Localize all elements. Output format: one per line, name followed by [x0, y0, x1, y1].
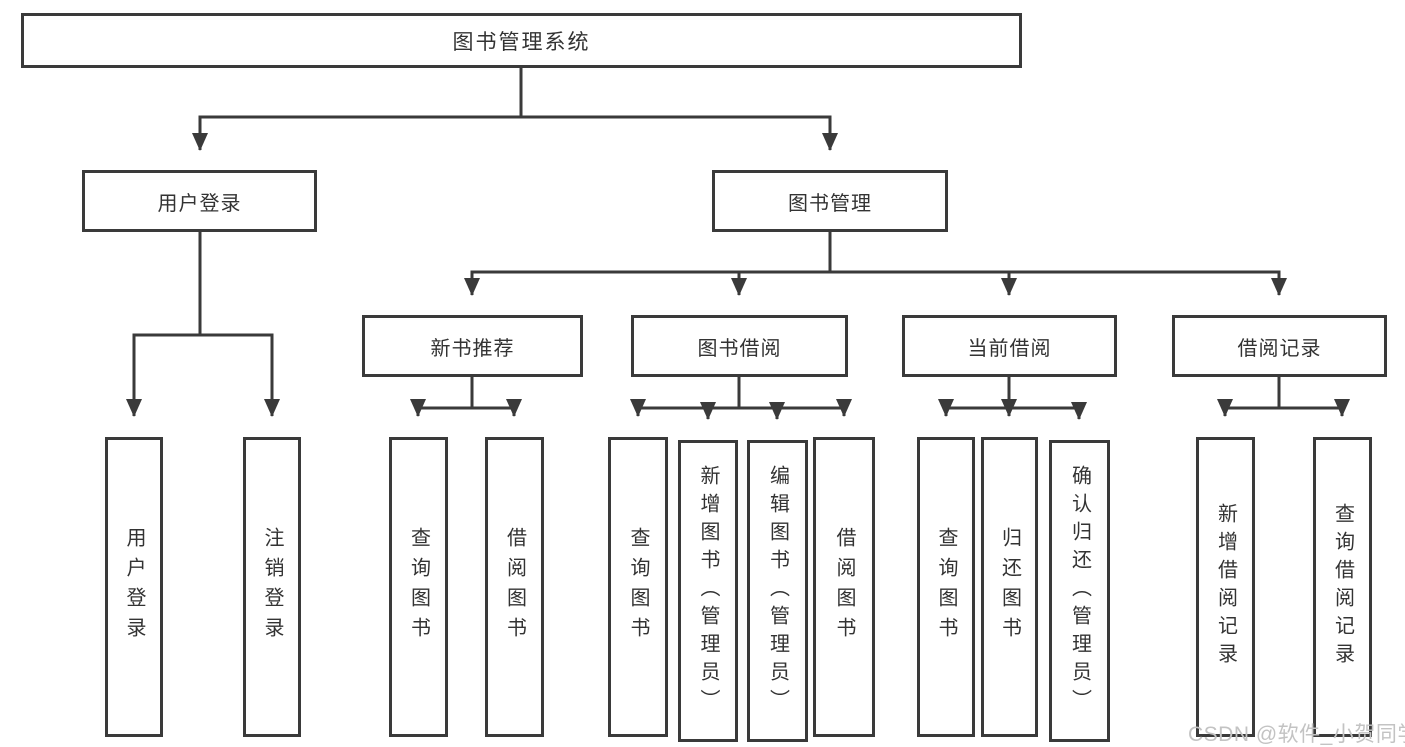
- leaf-label: 确认归还（管理员）: [1068, 465, 1091, 717]
- leaf-label: 归还图书: [998, 527, 1021, 647]
- leaf-add-book-admin: 新增图书（管理员）: [678, 440, 738, 742]
- node-label: 当前借阅: [967, 337, 1052, 360]
- leaf-label: 新增借阅记录: [1214, 503, 1237, 671]
- node-library-management-system: 图书管理系统: [21, 13, 1022, 68]
- leaf-borrow-books: 借阅图书: [813, 437, 875, 737]
- leaf-edit-book-admin: 编辑图书（管理员）: [747, 440, 808, 742]
- leaf-query-books-borrow: 查询图书: [608, 437, 668, 737]
- leaf-query-books-recommend: 查询图书: [389, 437, 448, 737]
- node-label: 新书推荐: [430, 337, 515, 360]
- node-current-borrowing: 当前借阅: [902, 315, 1117, 377]
- node-new-book-recommendation: 新书推荐: [362, 315, 583, 377]
- leaf-add-borrow-record: 新增借阅记录: [1196, 437, 1255, 737]
- leaf-label: 查询图书: [627, 527, 649, 647]
- node-user-login: 用户登录: [82, 170, 317, 232]
- leaf-label: 注销登录: [261, 527, 283, 647]
- node-label: 用户登录: [157, 192, 242, 215]
- leaf-logout: 注销登录: [243, 437, 301, 737]
- leaf-label: 查询图书: [935, 527, 957, 647]
- csdn-watermark: CSDN @软件_小贺同学: [1188, 723, 1405, 746]
- leaf-user-login: 用户登录: [105, 437, 163, 737]
- node-label: 借阅记录: [1237, 337, 1322, 360]
- node-borrowing-records: 借阅记录: [1172, 315, 1387, 377]
- node-label: 图书借阅: [697, 337, 782, 360]
- leaf-return-books: 归还图书: [981, 437, 1038, 737]
- leaf-label: 查询借阅记录: [1331, 503, 1354, 671]
- leaf-confirm-return-admin: 确认归还（管理员）: [1049, 440, 1110, 742]
- leaf-label: 新增图书（管理员）: [697, 465, 719, 717]
- leaf-borrow-books-recommend: 借阅图书: [485, 437, 544, 737]
- node-book-management: 图书管理: [712, 170, 948, 232]
- leaf-label: 用户登录: [123, 527, 145, 647]
- leaf-query-books-current: 查询图书: [917, 437, 975, 737]
- leaf-label: 借阅图书: [833, 527, 855, 647]
- node-label: 图书管理系统: [452, 30, 591, 54]
- leaf-label: 编辑图书（管理员）: [766, 465, 789, 717]
- node-label: 图书管理: [788, 192, 872, 215]
- leaf-label: 查询图书: [407, 527, 430, 647]
- leaf-query-borrow-record: 查询借阅记录: [1313, 437, 1372, 737]
- leaf-label: 借阅图书: [503, 527, 526, 647]
- node-book-borrowing: 图书借阅: [631, 315, 848, 377]
